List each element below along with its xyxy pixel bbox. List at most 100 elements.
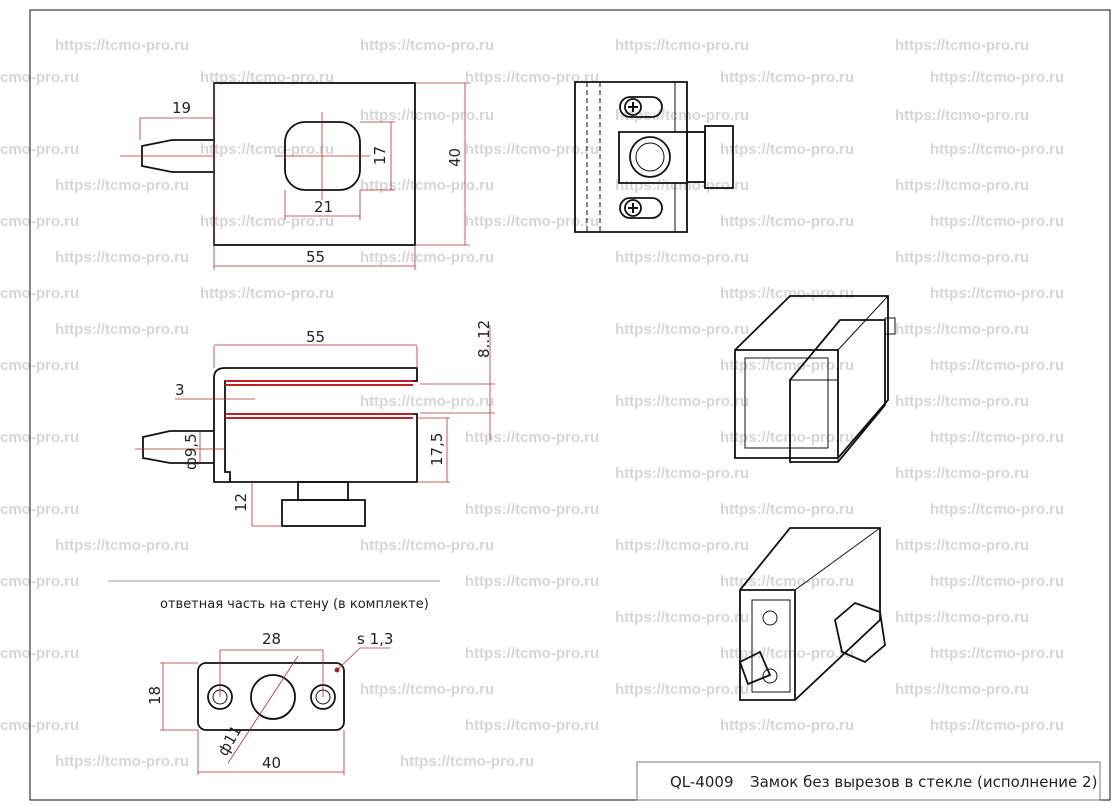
watermark: cmo-pro.ru <box>0 357 79 374</box>
isometric-view-top <box>734 295 896 463</box>
watermark: https://tcmo-pro.ru <box>615 609 749 626</box>
watermark: https://tcmo-pro.ru <box>895 609 1029 626</box>
watermark: https://tcmo-pro.ru <box>55 321 189 338</box>
watermark: https://tcmo-pro.ru <box>55 537 189 554</box>
section-view: 55 8..12 3 ф9,5 17,5 12 <box>135 320 495 527</box>
watermark: https://tcmo-pro.ru <box>930 213 1064 230</box>
watermark: https://tcmo-pro.ru <box>360 37 494 54</box>
watermark: https://tcmo-pro.ru <box>615 537 749 554</box>
watermark: https://tcmo-pro.ru <box>55 177 189 194</box>
watermark: https://tcmo-pro.ru <box>720 285 854 302</box>
isometric-view-bottom <box>738 527 886 701</box>
watermark: https://tcmo-pro.ru <box>895 249 1029 266</box>
watermark: https://tcmo-pro.ru <box>720 357 854 374</box>
watermark: https://tcmo-pro.ru <box>895 681 1029 698</box>
watermark: https://tcmo-pro.ru <box>720 645 854 662</box>
watermark: https://tcmo-pro.ru <box>720 213 854 230</box>
watermark: https://tcmo-pro.ru <box>465 69 599 86</box>
watermark: https://tcmo-pro.ru <box>615 393 749 410</box>
watermark: https://tcmo-pro.ru <box>465 573 599 590</box>
watermark: https://tcmo-pro.ru <box>895 177 1029 194</box>
watermark: cmo-pro.ru <box>0 501 79 518</box>
watermark: https://tcmo-pro.ru <box>720 501 854 518</box>
dim-section-width: 55 <box>306 328 325 346</box>
strike-plate-view: ответная часть на стену (в комплекте) 28… <box>108 580 440 775</box>
watermark: https://tcmo-pro.ru <box>895 465 1029 482</box>
watermark: https://tcmo-pro.ru <box>615 107 749 124</box>
watermark: cmo-pro.ru <box>0 429 79 446</box>
watermark: https://tcmo-pro.ru <box>465 213 599 230</box>
watermark: https://tcmo-pro.ru <box>930 573 1064 590</box>
watermark: https://tcmo-pro.ru <box>930 357 1064 374</box>
drawing-code: QL-4009 <box>670 773 734 791</box>
watermark: https://tcmo-pro.ru <box>200 285 334 302</box>
watermark: https://tcmo-pro.ru <box>55 753 189 770</box>
watermark-layer: https://tcmo-pro.ru https://tcmo-pro.ru … <box>0 37 1064 770</box>
watermark: https://tcmo-pro.ru <box>895 537 1029 554</box>
watermark: https://tcmo-pro.ru <box>200 141 334 158</box>
watermark: cmo-pro.ru <box>0 645 79 662</box>
watermark: https://tcmo-pro.ru <box>465 501 599 518</box>
watermark: https://tcmo-pro.ru <box>615 465 749 482</box>
dim-hole-diameter: ф11 <box>214 722 246 759</box>
watermark: https://tcmo-pro.ru <box>615 321 749 338</box>
watermark: https://tcmo-pro.ru <box>615 249 749 266</box>
watermark: https://tcmo-pro.ru <box>200 69 334 86</box>
watermark: https://tcmo-pro.ru <box>360 393 494 410</box>
watermark: https://tcmo-pro.ru <box>55 249 189 266</box>
watermark: https://tcmo-pro.ru <box>720 69 854 86</box>
dim-knob-offset: 12 <box>232 493 250 512</box>
strike-plate-caption: ответная часть на стену (в комплекте) <box>160 597 429 612</box>
watermark: cmo-pro.ru <box>0 213 79 230</box>
watermark: https://tcmo-pro.ru <box>360 249 494 266</box>
watermark: https://tcmo-pro.ru <box>465 717 599 734</box>
dim-width: 55 <box>306 248 325 266</box>
watermark: cmo-pro.ru <box>0 717 79 734</box>
watermark: https://tcmo-pro.ru <box>720 429 854 446</box>
watermark: cmo-pro.ru <box>0 285 79 302</box>
screw-icon <box>619 197 663 219</box>
watermark: https://tcmo-pro.ru <box>720 141 854 158</box>
dim-body-height: 17,5 <box>428 433 446 466</box>
dim-hole-spacing: 28 <box>262 630 281 648</box>
watermark: https://tcmo-pro.ru <box>465 141 599 158</box>
dim-pin-diameter: ф9,5 <box>182 433 200 470</box>
watermark: https://tcmo-pro.ru <box>615 681 749 698</box>
watermark: https://tcmo-pro.ru <box>720 717 854 734</box>
watermark: https://tcmo-pro.ru <box>895 107 1029 124</box>
watermark: https://tcmo-pro.ru <box>400 753 534 770</box>
watermark: https://tcmo-pro.ru <box>930 645 1064 662</box>
watermark: https://tcmo-pro.ru <box>930 717 1064 734</box>
watermark: https://tcmo-pro.ru <box>465 429 599 446</box>
watermark: https://tcmo-pro.ru <box>895 321 1029 338</box>
watermark: https://tcmo-pro.ru <box>930 69 1064 86</box>
watermark: https://tcmo-pro.ru <box>200 213 334 230</box>
watermark: https://tcmo-pro.ru <box>360 537 494 554</box>
dim-slot-height: 17 <box>371 146 389 165</box>
watermark: https://tcmo-pro.ru <box>930 141 1064 158</box>
screw-icon <box>619 96 663 118</box>
watermark: https://tcmo-pro.ru <box>930 429 1064 446</box>
watermark: cmo-pro.ru <box>0 573 79 590</box>
front-view: 19 17 40 21 55 <box>120 82 470 270</box>
watermark: https://tcmo-pro.ru <box>360 177 494 194</box>
watermark: https://tcmo-pro.ru <box>930 501 1064 518</box>
watermark: https://tcmo-pro.ru <box>360 107 494 124</box>
watermark: https://tcmo-pro.ru <box>720 573 854 590</box>
watermark: https://tcmo-pro.ru <box>930 285 1064 302</box>
drawing-title: Замок без вырезов в стекле (исполнение 2… <box>750 773 1097 791</box>
dim-plate-width: 40 <box>262 754 281 772</box>
dim-glass-range: 8..12 <box>475 320 493 358</box>
dim-thickness: s 1,3 <box>357 630 393 648</box>
watermark: https://tcmo-pro.ru <box>615 37 749 54</box>
title-block: QL-4009 Замок без вырезов в стекле (испо… <box>636 761 1101 801</box>
watermark: https://tcmo-pro.ru <box>55 37 189 54</box>
side-view-right <box>574 81 734 233</box>
watermark: cmo-pro.ru <box>0 141 79 158</box>
dim-plate-height: 18 <box>146 686 164 705</box>
dim-wall: 3 <box>175 381 185 399</box>
watermark: https://tcmo-pro.ru <box>615 177 749 194</box>
watermark: https://tcmo-pro.ru <box>465 645 599 662</box>
